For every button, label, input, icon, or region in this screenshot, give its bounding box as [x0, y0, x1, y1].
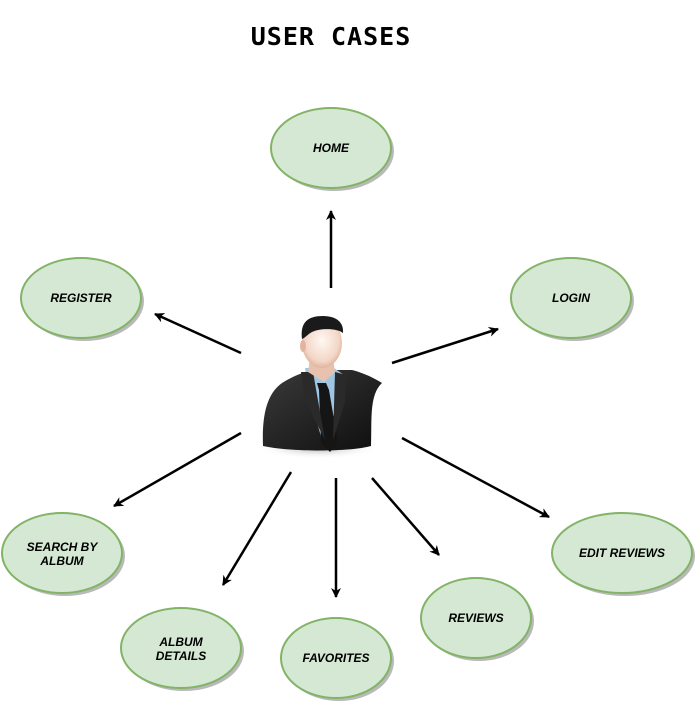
- businessman-actor-icon: [256, 316, 382, 459]
- arrow-to-edit-reviews: [401, 436, 550, 519]
- arrow-to-search-by-album: [113, 431, 242, 508]
- use-case-login[interactable]: LOGIN: [510, 257, 634, 341]
- arrow-to-reviews: [371, 477, 440, 556]
- use-case-label: FAVORITES: [302, 651, 369, 665]
- use-case-label: REGISTER: [50, 291, 112, 305]
- use-case-reviews[interactable]: REVIEWS: [420, 577, 534, 661]
- page-title: USER CASES: [250, 22, 412, 51]
- arrow-to-register: [154, 312, 242, 355]
- use-case-home[interactable]: HOME: [270, 107, 394, 191]
- use-case-edit-reviews[interactable]: EDIT REVIEWS: [551, 512, 695, 596]
- arrows-group: [113, 210, 550, 598]
- use-case-label: EDIT REVIEWS: [579, 546, 665, 560]
- use-case-label: LOGIN: [552, 291, 590, 305]
- arrow-to-album-details: [221, 471, 293, 586]
- use-case-label: REVIEWS: [448, 611, 503, 625]
- use-case-register[interactable]: REGISTER: [20, 257, 144, 341]
- use-case-favorites[interactable]: FAVORITES: [280, 617, 394, 701]
- use-case-label: HOME: [313, 141, 350, 155]
- arrow-to-login: [391, 326, 499, 365]
